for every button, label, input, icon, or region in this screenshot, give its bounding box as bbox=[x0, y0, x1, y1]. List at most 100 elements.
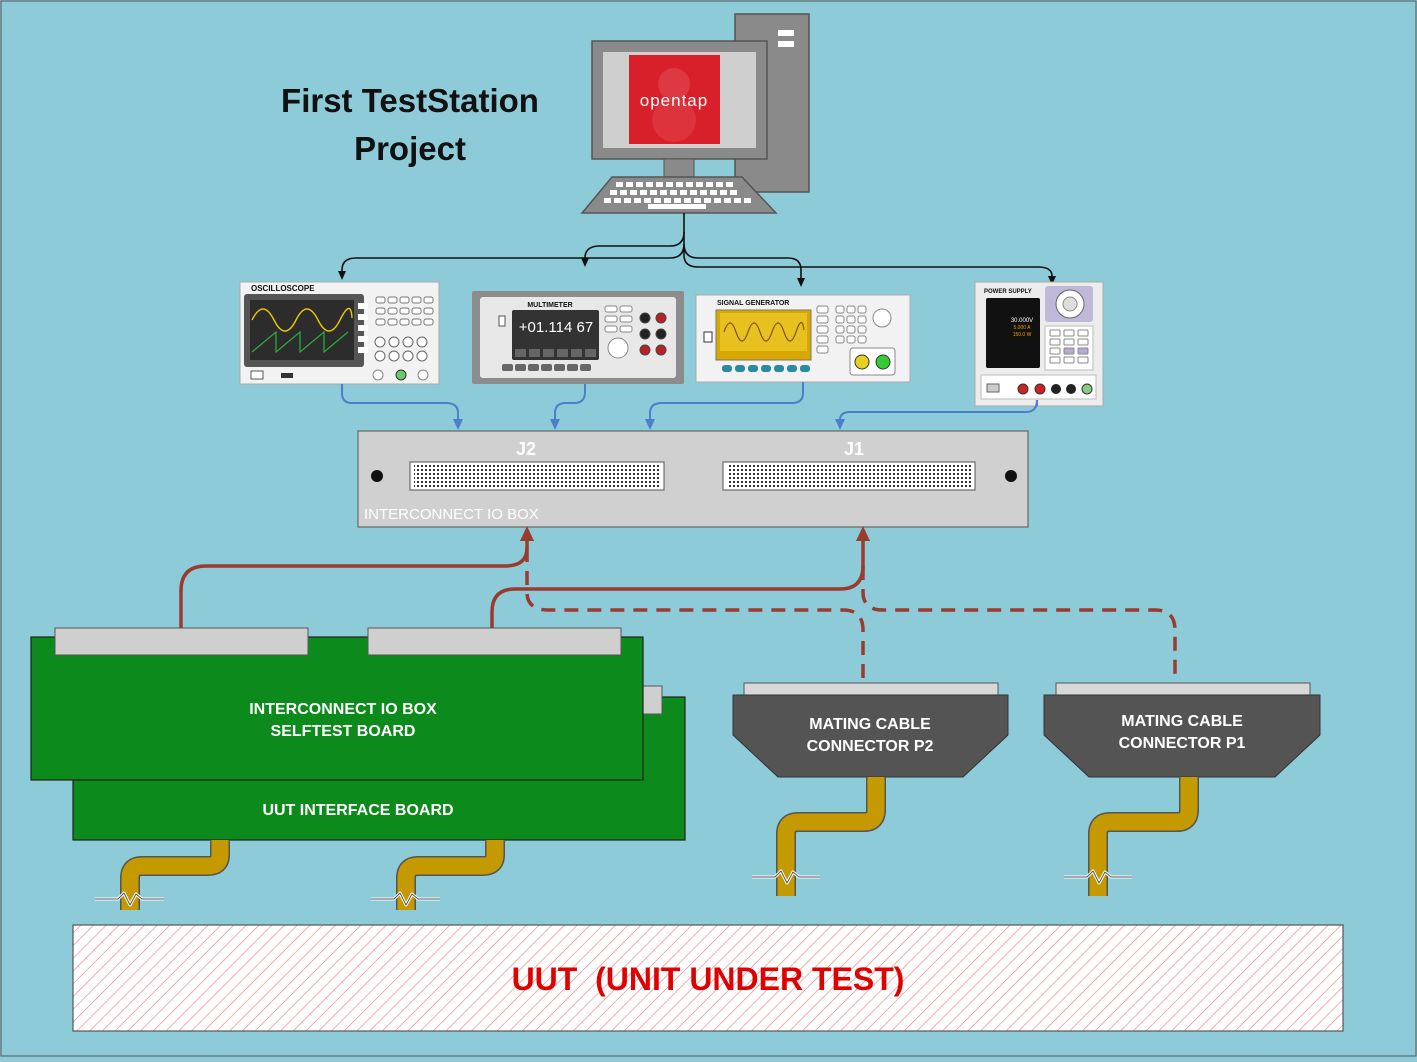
keyboard-key bbox=[654, 198, 661, 203]
signal-generator-output-2 bbox=[875, 354, 891, 370]
signal-generator-softkey bbox=[735, 365, 745, 372]
flex-cable-1 bbox=[95, 840, 230, 910]
multimeter-button bbox=[580, 364, 591, 371]
multimeter-key bbox=[604, 315, 618, 323]
keyboard-key bbox=[636, 182, 643, 187]
oscilloscope-knob bbox=[388, 336, 400, 348]
io-box-label: INTERCONNECT IO BOX bbox=[364, 506, 539, 523]
keyboard-key bbox=[716, 182, 723, 187]
keyboard-key bbox=[706, 182, 713, 187]
keyboard-key bbox=[616, 182, 623, 187]
power-supply-label: POWER SUPPLY bbox=[984, 289, 1032, 295]
instrument-to-iobox-lines bbox=[341, 382, 1038, 430]
oscilloscope-button bbox=[411, 318, 422, 326]
signal-generator: SIGNAL GENERATOR bbox=[695, 294, 911, 383]
title-line-1: First TestStation bbox=[281, 82, 539, 119]
oscilloscope-button bbox=[375, 318, 386, 326]
signal-generator-key bbox=[846, 325, 856, 334]
board-side-connector bbox=[642, 685, 663, 715]
p2-label-1: MATING CABLE bbox=[809, 716, 931, 733]
power-supply-button bbox=[1077, 329, 1089, 337]
power-supply-button bbox=[1063, 338, 1075, 346]
multimeter: MULTIMETER +01.114 67 bbox=[472, 291, 684, 384]
power-supply-controls bbox=[1049, 329, 1089, 364]
keyboard-key bbox=[670, 190, 677, 195]
oscilloscope-knob bbox=[416, 350, 428, 362]
selftest-cables bbox=[179, 526, 870, 629]
interconnect-io-box: J2 J1 INTERCONNECT IO BOX bbox=[357, 430, 1029, 528]
keyboard-key bbox=[634, 198, 641, 203]
multimeter-softkey bbox=[543, 349, 554, 357]
keyboard-key bbox=[690, 190, 697, 195]
opentap-logo-text: opentap bbox=[640, 91, 708, 110]
oscilloscope-softkey bbox=[358, 303, 368, 309]
multimeter-button bbox=[554, 364, 565, 371]
selftest-board-label-1: INTERCONNECT IO BOX bbox=[249, 701, 437, 718]
keyboard-key bbox=[684, 198, 691, 203]
oscilloscope-softkey bbox=[358, 336, 368, 342]
multimeter-reading: +01.114 67 bbox=[519, 319, 593, 336]
unit-under-test: UUT (UNIT UNDER TEST) bbox=[72, 924, 1344, 1032]
multimeter-key bbox=[619, 315, 633, 323]
keyboard-key bbox=[604, 198, 611, 203]
mating-cable-connector-p2: MATING CABLE CONNECTOR P2 bbox=[732, 682, 1009, 778]
multimeter-terminal bbox=[639, 312, 651, 324]
multimeter-button bbox=[541, 364, 552, 371]
j2-label: J2 bbox=[516, 439, 536, 459]
desktop-computer-icon: opentap bbox=[580, 13, 810, 214]
keyboard-key bbox=[660, 190, 667, 195]
keyboard-key bbox=[624, 198, 631, 203]
multimeter-key bbox=[604, 325, 618, 333]
signal-generator-button bbox=[816, 305, 829, 314]
keyboard-key bbox=[680, 190, 687, 195]
oscilloscope: OSCILLOSCOPE bbox=[239, 281, 440, 385]
signal-generator-key bbox=[835, 325, 845, 334]
power-supply-button bbox=[1077, 338, 1089, 346]
oscilloscope-button bbox=[387, 318, 398, 326]
oscilloscope-button bbox=[399, 318, 410, 326]
multimeter-softkey bbox=[515, 349, 526, 357]
keyboard-key bbox=[620, 190, 627, 195]
multimeter-controls bbox=[498, 305, 667, 371]
oscilloscope-label: OSCILLOSCOPE bbox=[251, 284, 315, 293]
signal-generator-button bbox=[816, 315, 829, 324]
oscilloscope-knob bbox=[402, 350, 414, 362]
multimeter-button bbox=[515, 364, 526, 371]
signal-generator-softkey bbox=[800, 365, 810, 372]
mating-cables-dashed bbox=[525, 548, 1177, 686]
multimeter-key bbox=[619, 325, 633, 333]
keyboard-key bbox=[610, 190, 617, 195]
diagram-title: First TestStation Project bbox=[281, 82, 539, 167]
oscilloscope-controls bbox=[358, 296, 434, 362]
p2-label-2: CONNECTOR P2 bbox=[807, 738, 934, 755]
signal-generator-button bbox=[816, 325, 829, 334]
keyboard-key bbox=[704, 198, 711, 203]
uut-label: UUT (UNIT UNDER TEST) bbox=[512, 961, 905, 997]
keyboard-key bbox=[614, 198, 621, 203]
keyboard-key bbox=[664, 198, 671, 203]
multimeter-button bbox=[567, 364, 578, 371]
oscilloscope-knob bbox=[374, 336, 386, 348]
signal-generator-softkey bbox=[761, 365, 771, 372]
signal-generator-key bbox=[846, 315, 856, 324]
power-supply-button bbox=[1063, 356, 1075, 364]
multimeter-softkey bbox=[557, 349, 568, 357]
power-supply-button bbox=[1049, 329, 1061, 337]
power-supply-button bbox=[1077, 347, 1089, 355]
power-supply-button bbox=[1049, 347, 1061, 355]
ps-power: 150.0 W bbox=[1013, 332, 1032, 338]
keyboard-key bbox=[734, 198, 741, 203]
uut-interface-board-label: UUT INTERFACE BOARD bbox=[262, 802, 453, 819]
keyboard-key bbox=[640, 190, 647, 195]
signal-generator-softkey bbox=[774, 365, 784, 372]
signal-generator-key bbox=[857, 325, 867, 334]
multimeter-dial bbox=[607, 337, 629, 359]
signal-generator-button bbox=[816, 345, 829, 354]
keyboard-key bbox=[646, 182, 653, 187]
keyboard-key bbox=[656, 182, 663, 187]
oscilloscope-button bbox=[399, 296, 410, 304]
oscilloscope-button bbox=[423, 296, 434, 304]
signal-generator-key bbox=[835, 315, 845, 324]
oscilloscope-knob bbox=[416, 336, 428, 348]
keyboard-key bbox=[714, 198, 721, 203]
